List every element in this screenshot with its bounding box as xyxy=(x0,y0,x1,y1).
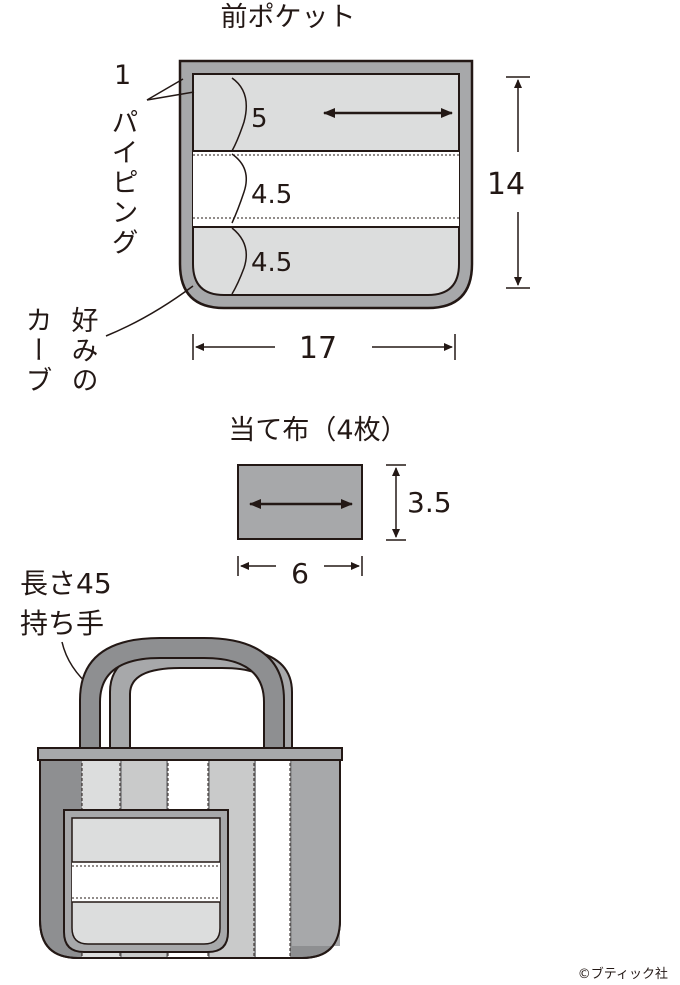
curve-label-2: カーブ xyxy=(21,306,52,396)
curve-leader xyxy=(105,285,194,337)
curve-label-1: 好みの xyxy=(67,306,99,396)
section-bracket xyxy=(231,227,247,295)
pocket-height: 14 xyxy=(487,167,525,202)
handle-length: 長さ45 xyxy=(20,567,112,600)
patch-title: 当て布（4枚） xyxy=(228,415,407,446)
section-height-1: 5 xyxy=(251,104,268,134)
front-pocket-title: 前ポケット xyxy=(221,2,356,33)
front-handle xyxy=(79,637,285,751)
patch-diagram: 当て布（4枚） 3.5 6 xyxy=(228,415,451,590)
patch-rect xyxy=(237,464,363,540)
copyright-credit: ©ブティック社 xyxy=(578,966,668,982)
bag-top-binding xyxy=(37,747,343,761)
section-bracket xyxy=(231,77,247,152)
section-bracket xyxy=(231,153,247,224)
bag-front-pocket xyxy=(63,809,229,953)
front-pocket-diagram: 前ポケット 5 4.5 4.5 1 パイピング 好みの カーブ xyxy=(21,2,530,396)
piping-count: 1 xyxy=(114,60,131,91)
pocket-white-band xyxy=(193,151,459,227)
piping-label: パイピング xyxy=(107,108,138,258)
patch-height: 3.5 xyxy=(407,486,452,519)
handle-label: 持ち手 xyxy=(20,607,104,640)
bag-diagram: 長さ45 持ち手 xyxy=(20,567,343,959)
pocket-width: 17 xyxy=(299,331,337,366)
section-height-2: 4.5 xyxy=(251,180,292,210)
patch-width: 6 xyxy=(291,557,309,590)
section-height-3: 4.5 xyxy=(251,248,292,278)
